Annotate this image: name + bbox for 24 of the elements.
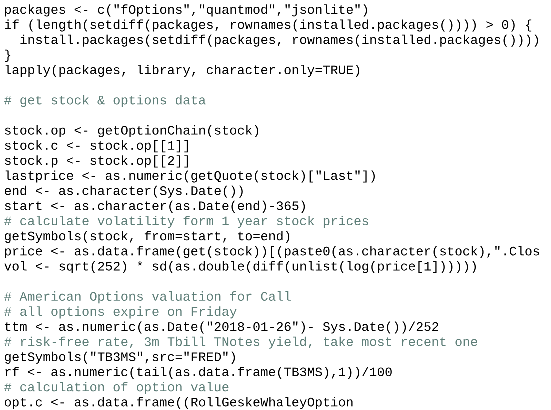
code-comment: # calculate volatility form 1 year stock prices <box>4 216 368 228</box>
code-line: start <- as.character(as.Date(end)-365) <box>5 200 306 213</box>
code-line: install.packages(setdiff(packages, rownames(installed.packages()))) <box>20 34 538 47</box>
code-line: ttm <- as.numeric(as.Date("2018-01-26")- Sys.Date())/252 <box>5 322 438 334</box>
code-comment: # all options expire on Friday <box>4 306 237 319</box>
code-line: stock.p <- stock.op[[2]] <box>5 156 188 168</box>
code-line: } <box>5 50 11 62</box>
code-line: stock.c <- stock.op[[1]] <box>5 140 188 153</box>
code-comment: # get stock & options data <box>4 95 206 108</box>
code-comment: # American Options valuation for Call <box>4 292 292 304</box>
code-comment: # calculation of option value <box>4 382 229 394</box>
code-line: price <- as.data.frame(get(stock))[(paste0(as.character(stock),".Clos <box>5 246 540 258</box>
code-line: packages <- c("fOptions","quantmod","jsonlite") <box>5 4 368 17</box>
code-line: lapply(packages, library, character.only=TRUE) <box>6 65 360 78</box>
code-line: end <- as.character(Sys.Date()) <box>5 186 243 198</box>
code-line: getSymbols("TB3MS",src="FRED") <box>5 352 236 364</box>
code-line: if (length(setdiff(packages, rownames(installed.packages()))) > 0) { <box>5 20 532 32</box>
code-line: lastprice <- as.numeric(getQuote(stock)["Last"]) <box>6 170 376 183</box>
code-line: vol <- sqrt(252) * sd(as.double(diff(unlist(log(price[1]))))) <box>4 261 476 274</box>
code-line: stock.op <- getOptionChain(stock) <box>5 125 258 138</box>
code-comment: # risk-free rate, 3m Tbill TNotes yield, take most recent one <box>4 336 478 349</box>
code-line: opt.c <- as.data.frame((RollGeskeWhaleyOption <box>5 397 353 410</box>
code-line: getSymbols(stock, from=start, to=end) <box>5 231 290 244</box>
code-line: rf <- as.numeric(tail(as.data.frame(TB3MS),1))/100 <box>6 367 392 380</box>
